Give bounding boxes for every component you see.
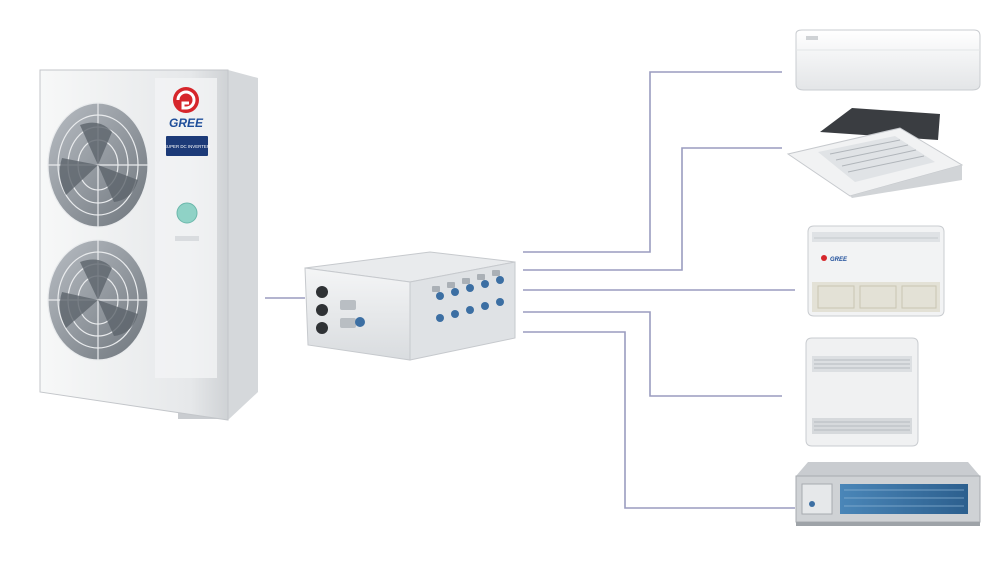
pipe-to-console — [523, 311, 782, 397]
energy-sticker-icon — [176, 202, 198, 224]
branch-box-outlet-ports — [432, 270, 504, 322]
wall-mounted-unit-icon — [795, 29, 981, 91]
inverter-badge: SUPER DC INVERTER — [164, 136, 210, 156]
ducted-unit-icon — [795, 462, 981, 526]
inverter-badge-label: SUPER DC INVERTER — [164, 144, 210, 149]
branch-distribution-box — [304, 251, 516, 361]
console-unit-icon — [805, 337, 919, 447]
cassette-unit-icon — [786, 108, 964, 198]
refrigerant-pipes — [265, 71, 795, 509]
fan-grille-bottom-icon — [47, 239, 149, 361]
pipe-to-wall-mounted — [523, 71, 782, 253]
outdoor-unit: GREE SUPER DC INVERTER — [39, 69, 258, 421]
fan-grille-top-icon — [47, 102, 149, 228]
outdoor-brand-label: GREE — [169, 116, 204, 130]
ceiling-floor-unit-icon: GREE — [807, 225, 945, 317]
ceiling-floor-brand-label: GREE — [830, 257, 848, 263]
branch-box-inlet-ports — [316, 286, 365, 334]
pipe-to-ducted — [523, 331, 795, 509]
pipe-to-cassette — [523, 147, 782, 271]
gree-logo-icon: GREE — [169, 87, 204, 130]
